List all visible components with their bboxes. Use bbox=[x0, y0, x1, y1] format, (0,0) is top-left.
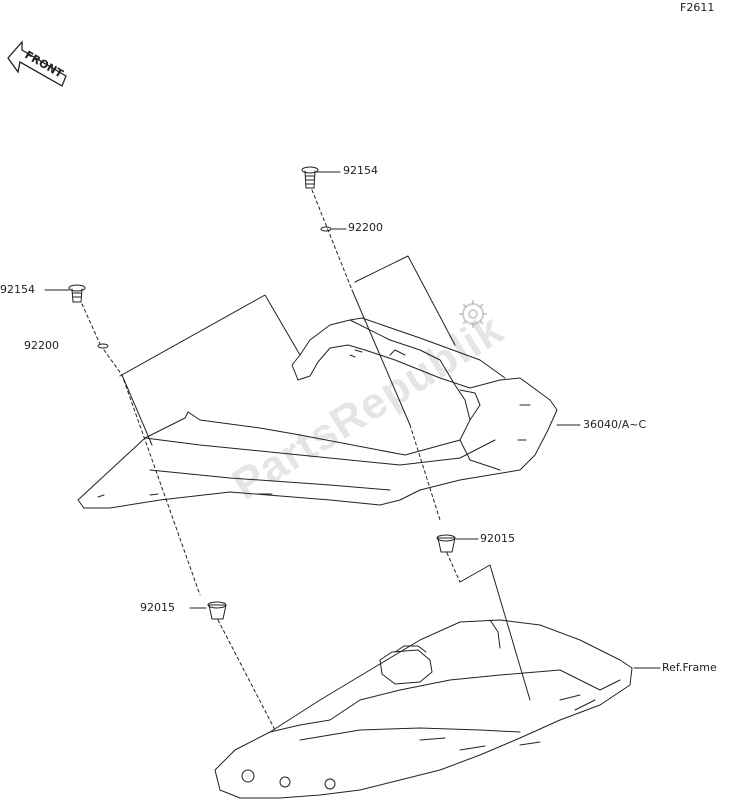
axis-top-right bbox=[351, 289, 411, 426]
label-frame: Ref.Frame bbox=[662, 661, 717, 674]
label-collar-left: 92015 bbox=[140, 601, 175, 614]
washer-left-icon bbox=[97, 343, 109, 349]
label-washer-top: 92200 bbox=[348, 221, 383, 234]
label-bolt-top: 92154 bbox=[343, 164, 378, 177]
axis-left bbox=[121, 374, 153, 446]
seat-cover-drawing bbox=[77, 317, 558, 509]
bracket-top bbox=[354, 255, 456, 346]
label-bolt-left: 92154 bbox=[0, 283, 35, 296]
front-arrow-icon: FRONT bbox=[7, 40, 67, 87]
axis-right-lower bbox=[459, 564, 531, 701]
bolt-left-icon bbox=[68, 284, 86, 303]
collar-left-icon bbox=[207, 601, 227, 620]
bolt-top-icon bbox=[301, 166, 319, 189]
washer-top-icon bbox=[320, 226, 332, 232]
gear-icon bbox=[459, 300, 487, 328]
label-washer-left: 92200 bbox=[24, 339, 59, 352]
figure-code: F2611 bbox=[680, 1, 715, 14]
label-collar-right: 92015 bbox=[480, 532, 515, 545]
label-cover: 36040/A~C bbox=[583, 418, 647, 431]
bracket-left bbox=[119, 294, 301, 377]
collar-right-icon bbox=[436, 534, 456, 553]
frame-drawing bbox=[214, 619, 633, 799]
